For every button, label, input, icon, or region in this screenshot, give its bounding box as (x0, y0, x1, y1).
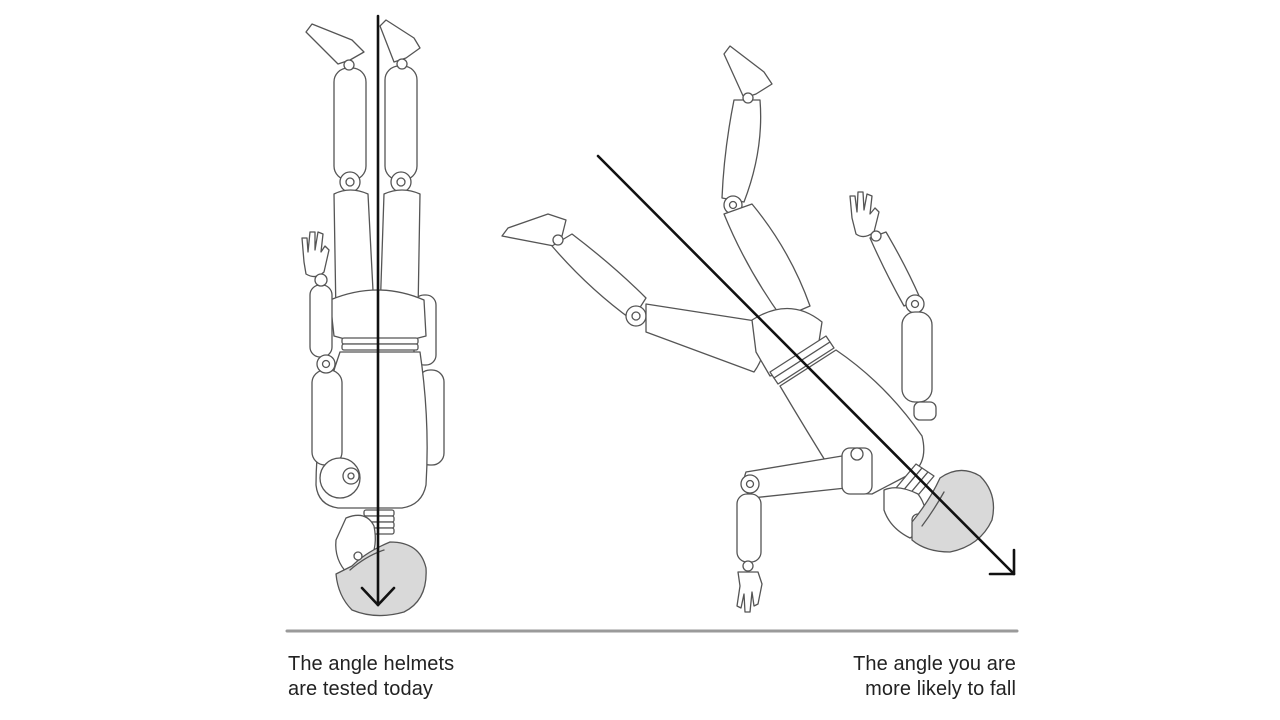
caption-tested-angle-line-2: are tested today (288, 678, 434, 700)
right-dummy-lower-arm (736, 447, 873, 613)
right-dummy-shin-upper (721, 99, 762, 203)
right-dummy-foot-upper (723, 45, 773, 99)
caption-fall-angle-line-1: The angle you are (853, 653, 1016, 675)
right-dummy-lower-hand (736, 571, 763, 613)
right-dummy-raised-arm (849, 191, 937, 421)
right-dummy-raised-hand (849, 191, 880, 238)
oblique-dummy-figure (501, 45, 1016, 613)
caption-tested-angle: The angle helmets are tested today (288, 652, 454, 702)
caption-tested-angle-line-1: The angle helmets (288, 653, 455, 675)
caption-fall-angle: The angle you are more likely to fall (853, 652, 1016, 702)
vertical-impact-arrow (360, 14, 396, 607)
vertical-dummy-figure (301, 14, 445, 617)
right-dummy-thigh-upper (723, 203, 811, 319)
left-dummy-foot-right (379, 19, 421, 63)
caption-fall-angle-line-2: more likely to fall (865, 678, 1016, 700)
oblique-impact-arrow (596, 154, 1016, 576)
left-dummy-shin-left (333, 67, 367, 181)
left-dummy-shin-right (384, 65, 418, 181)
left-dummy-foot-left (305, 23, 365, 65)
right-dummy-thigh-lower (645, 303, 766, 373)
left-dummy-hand (301, 231, 330, 278)
left-dummy-front-arm (301, 231, 361, 499)
